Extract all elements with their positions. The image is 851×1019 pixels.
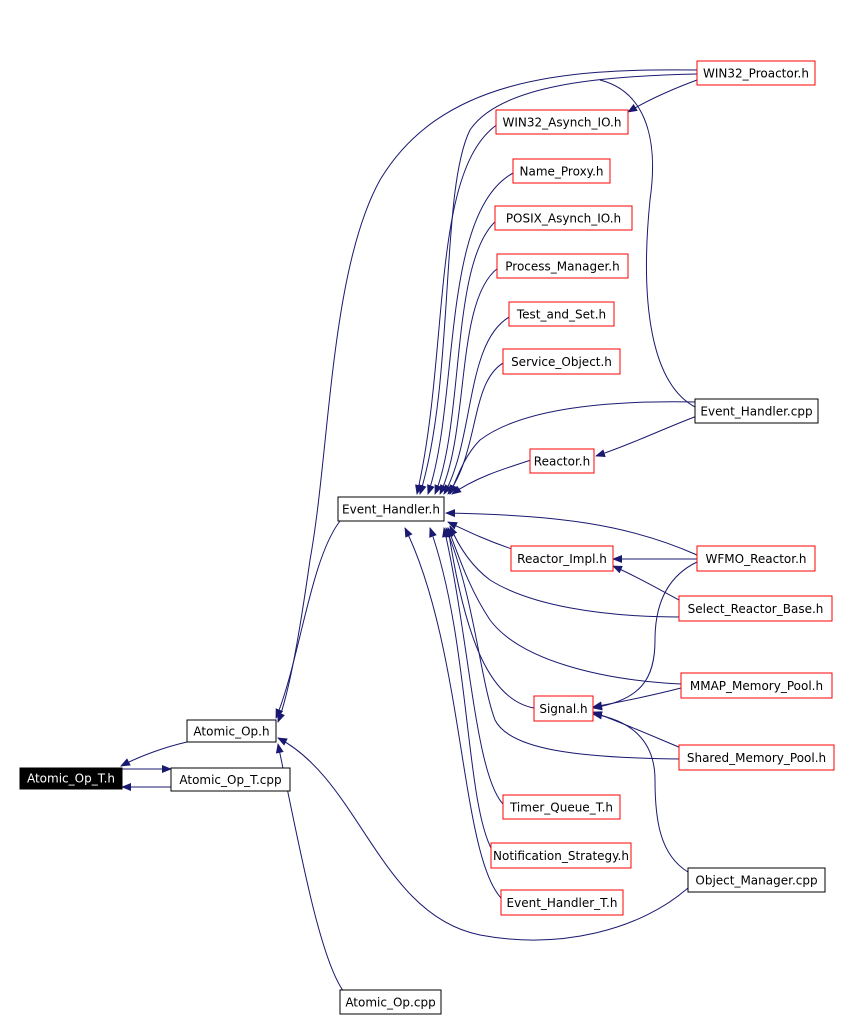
node-service-object-h[interactable]: Service_Object.h [502, 348, 621, 375]
edge-wfmo-reactor-h-to-signal-h [592, 561, 698, 711]
node-label: Event_Handler_T.h [507, 896, 618, 910]
node-timer-queue-t-h[interactable]: Timer_Queue_T.h [502, 794, 621, 820]
edge-win32-proactor-h-to-event-handler-h [418, 73, 698, 495]
node-label: MMAP_Memory_Pool.h [690, 679, 823, 693]
edge-object-manager-cpp-to-atomic-op-h [277, 737, 689, 941]
node-event-handler-cpp[interactable]: Event_Handler.cpp [694, 398, 819, 424]
node-atomic-op-t-cpp[interactable]: Atomic_Op_T.cpp [170, 767, 291, 792]
node-win32-proactor-h[interactable]: WIN32_Proactor.h [696, 60, 816, 86]
edge-signal-h-to-event-handler-h [445, 527, 535, 709]
edge-shared-memory-pool-h-to-event-handler-h [445, 527, 682, 760]
node-label: POSIX_Asynch_IO.h [506, 212, 621, 226]
node-label: Event_Handler.h [342, 503, 440, 517]
node-notification-strategy-h[interactable]: Notification_Strategy.h [490, 842, 632, 869]
node-label: Shared_Memory_Pool.h [687, 751, 826, 765]
node-process-manager-h[interactable]: Process_Manager.h [496, 253, 629, 279]
node-label: Reactor_Impl.h [517, 552, 607, 566]
node-test-and-set-h[interactable]: Test_and_Set.h [508, 301, 615, 327]
edge-posix-asynch-io-h-to-event-handler-h [434, 219, 498, 495]
edge-mmap-memory-pool-h-to-event-handler-h [447, 527, 682, 685]
node-shared-memory-pool-h[interactable]: Shared_Memory_Pool.h [678, 744, 835, 771]
node-label: WIN32_Proactor.h [703, 67, 809, 81]
node-label: Notification_Strategy.h [493, 849, 629, 863]
node-object-manager-cpp[interactable]: Object_Manager.cpp [687, 867, 826, 893]
edge-name-proxy-h-to-event-handler-h [427, 171, 516, 495]
edge-atomic-op-h-to-atomic-op-t-h [120, 741, 188, 767]
edge-event-handler-t-h-to-event-handler-h [404, 527, 504, 901]
node-atomic-op-t-h[interactable]: Atomic_Op_T.h [19, 767, 123, 790]
node-win32-asynch-io-h[interactable]: WIN32_Asynch_IO.h [495, 109, 629, 135]
edge-mmap-memory-pool-h-to-signal-h [592, 687, 682, 710]
node-reactor-h[interactable]: Reactor.h [529, 448, 595, 474]
node-label: Signal.h [539, 702, 587, 716]
node-posix-asynch-io-h[interactable]: POSIX_Asynch_IO.h [494, 205, 633, 231]
edge-select-reactor-base-h-to-event-handler-h [449, 525, 682, 618]
node-select-reactor-base-h[interactable]: Select_Reactor_Base.h [678, 595, 833, 622]
edge-win32-proactor-h-to-win32-asynch-io-h [627, 79, 698, 113]
node-name-proxy-h[interactable]: Name_Proxy.h [512, 158, 611, 184]
edge-reactor-impl-h-to-event-handler-h [447, 521, 513, 550]
node-event-handler-h[interactable]: Event_Handler.h [337, 496, 445, 522]
node-label: WIN32_Asynch_IO.h [503, 116, 622, 130]
node-event-handler-t-h[interactable]: Event_Handler_T.h [500, 889, 624, 916]
edge-service-object-h-to-event-handler-h [447, 361, 506, 495]
node-wfmo-reactor-h[interactable]: WFMO_Reactor.h [696, 545, 816, 572]
node-label: Atomic_Op.cpp [345, 996, 435, 1010]
edge-notification-strategy-h-to-event-handler-h [429, 527, 493, 851]
node-reactor-impl-h[interactable]: Reactor_Impl.h [510, 545, 614, 572]
edge-wfmo-reactor-h-to-event-handler-h [445, 509, 698, 556]
edge-timer-queue-t-h-to-event-handler-h [442, 527, 506, 807]
node-label: Timer_Queue_T.h [509, 801, 613, 815]
node-label: Reactor.h [534, 455, 590, 469]
edge-reactor-h-to-event-handler-h [451, 459, 532, 495]
node-atomic-op-cpp[interactable]: Atomic_Op.cpp [339, 989, 442, 1015]
node-signal-h[interactable]: Signal.h [533, 695, 594, 722]
edge-process-manager-h-to-event-handler-h [439, 267, 499, 495]
node-mmap-memory-pool-h[interactable]: MMAP_Memory_Pool.h [680, 672, 833, 699]
node-label: Service_Object.h [511, 355, 612, 369]
node-label: Name_Proxy.h [520, 165, 604, 179]
edge-event-handler-cpp-to-event-handler-h [449, 401, 698, 495]
node-label: Atomic_Op.h [193, 725, 269, 739]
edge-test-and-set-h-to-event-handler-h [443, 315, 512, 495]
node-label: Process_Manager.h [505, 260, 619, 274]
edge-object-manager-cpp-to-signal-h [592, 711, 689, 873]
node-label: Atomic_Op_T.h [27, 772, 115, 786]
node-label: Object_Manager.cpp [695, 874, 817, 888]
edge-win32-proactor-h-to-atomic-op-h [277, 69, 698, 723]
edge-event-handler-cpp-to-reactor-h [595, 415, 698, 458]
node-label: Select_Reactor_Base.h [688, 602, 824, 616]
node-label: Test_and_Set.h [516, 308, 606, 322]
edge-win32-asynch-io-h-to-event-handler-h [415, 123, 499, 495]
edge-event-handler-cpp-loop [599, 79, 698, 409]
node-label: Atomic_Op_T.cpp [179, 773, 281, 787]
node-atomic-op-h[interactable]: Atomic_Op.h [186, 719, 277, 743]
edge-select-reactor-base-h-to-reactor-impl-h [612, 565, 682, 602]
node-label: Event_Handler.cpp [700, 405, 812, 419]
edge-event-handler-h-to-atomic-op-h [275, 520, 341, 719]
node-label: WFMO_Reactor.h [706, 552, 807, 566]
